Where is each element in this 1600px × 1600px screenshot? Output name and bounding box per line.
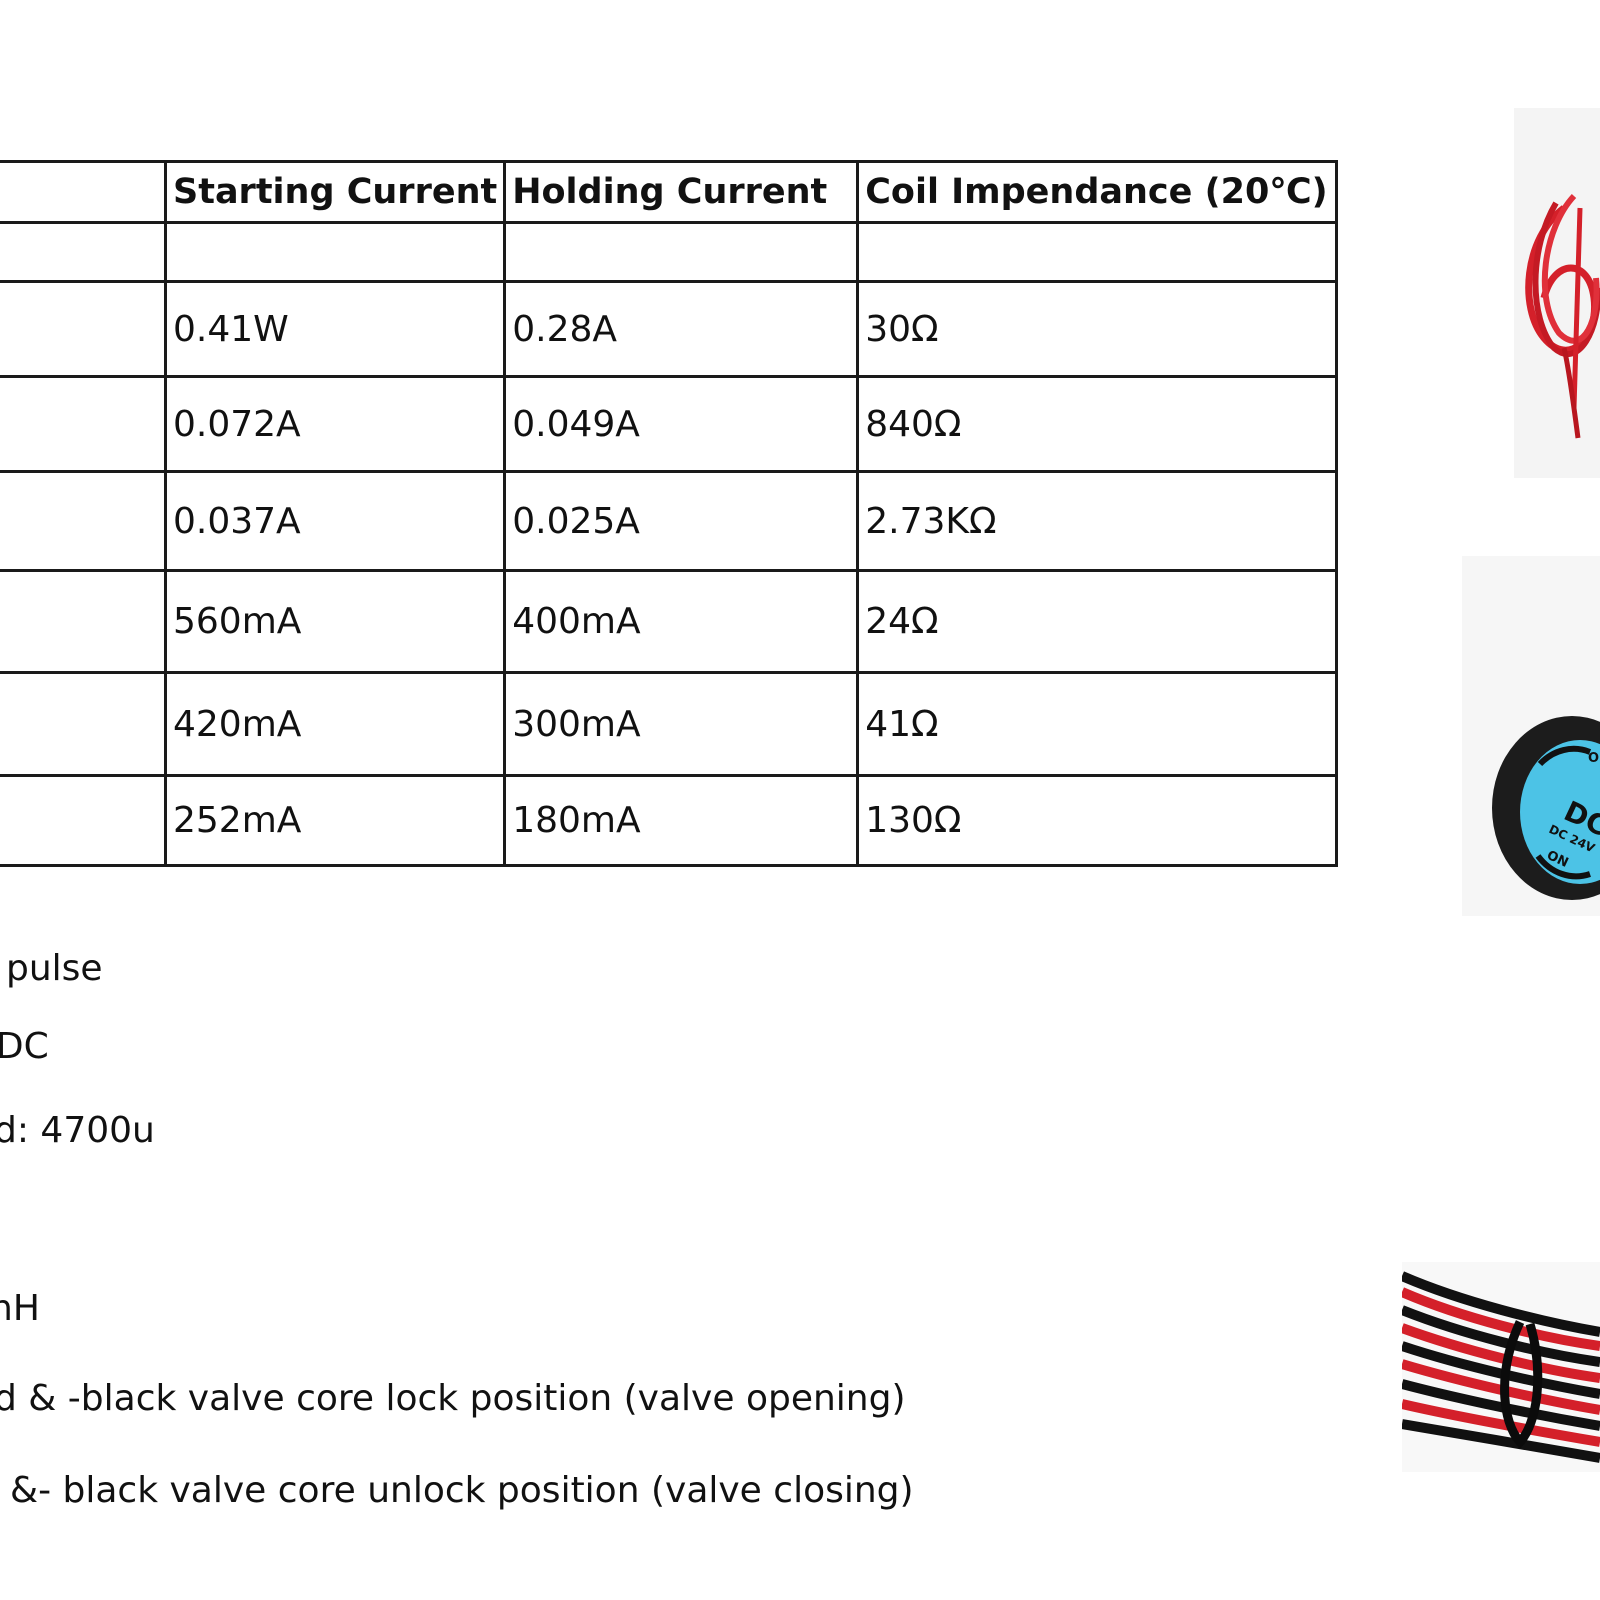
table-cell: 180mA [503, 774, 860, 867]
table-cell: 400mA [503, 569, 860, 674]
valve-coil-photo: OP DC DC 24V ON [1462, 556, 1600, 916]
table-cell: 0.072A [163, 375, 507, 473]
table-cell [0, 671, 167, 777]
note-pulse: pulse [6, 948, 103, 989]
table-row: 252mA 180mA 130Ω [0, 774, 1339, 867]
table-cell [163, 221, 507, 283]
table-cell: / [0, 280, 167, 378]
table-cell [0, 375, 167, 473]
table-cell: 130Ω [856, 774, 1339, 867]
table-cell: 560mA [163, 569, 507, 674]
table-cell [0, 569, 167, 674]
note-capacitor: d: 4700u [0, 1110, 155, 1151]
table-cell: 300mA [503, 671, 860, 777]
table-cell: 0.037A [163, 470, 507, 572]
header-cell-starting-current: Starting Current [163, 160, 507, 224]
header-cell-power: r [0, 160, 167, 224]
table-row: 0.037A 0.025A 2.73KΩ [0, 470, 1339, 572]
table-cell: 24Ω [856, 569, 1339, 674]
coil-label-blue [1520, 740, 1600, 884]
table-cell: 2.73KΩ [856, 470, 1339, 572]
table-row: 560mA 400mA 24Ω [0, 569, 1339, 674]
coil-label-top: OP [1588, 751, 1600, 766]
wire-bundle-photo [1402, 1262, 1600, 1472]
table-cell [0, 470, 167, 572]
table-row: / 0.41W 0.28A 30Ω [0, 280, 1339, 378]
table-cell: 0.025A [503, 470, 860, 572]
header-cell-coil-impedance: Coil Impendance (20℃) [856, 160, 1339, 224]
table-cell: 420mA [163, 671, 507, 777]
note-unlock-position: &- black valve core unlock position (val… [10, 1470, 914, 1511]
table-row [0, 221, 1339, 283]
table-cell [856, 221, 1339, 283]
table-cell [0, 221, 167, 283]
table-cell: 840Ω [856, 375, 1339, 473]
table-cell: 0.28A [503, 280, 860, 378]
table-cell: 252mA [163, 774, 507, 867]
red-wire-photo [1514, 108, 1600, 478]
header-cell-holding-current: Holding Current [503, 160, 860, 224]
note-inductance: nH [0, 1288, 40, 1329]
table-cell: 41Ω [856, 671, 1339, 777]
table-cell [0, 774, 167, 867]
table-cell [503, 221, 860, 283]
table-cell: 30Ω [856, 280, 1339, 378]
table-cell: 0.41W [163, 280, 507, 378]
note-lock-position: d & -black valve core lock position (val… [0, 1378, 906, 1419]
table-cell: 0.049A [503, 375, 860, 473]
coil-spec-table: r Starting Current Holding Current Coil … [0, 160, 1339, 867]
table-row: 0.072A 0.049A 840Ω [0, 375, 1339, 473]
table-row: 420mA 300mA 41Ω [0, 671, 1339, 777]
table-header-row: r Starting Current Holding Current Coil … [0, 160, 1339, 224]
note-voltage: 'DC [0, 1026, 49, 1067]
